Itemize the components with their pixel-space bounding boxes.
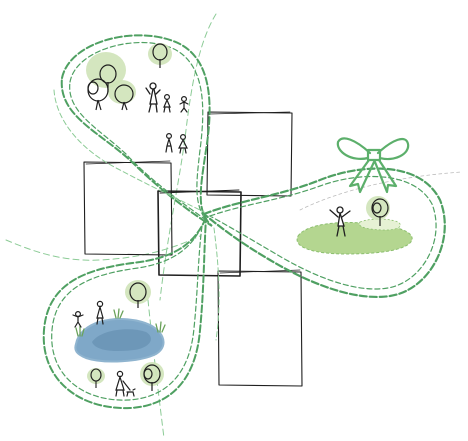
right-loop-inner: [208, 175, 437, 290]
bottom-left-loop-trail: [213, 227, 220, 341]
grass-tuft-icon: [155, 321, 166, 333]
bow-right-tail: [373, 158, 398, 194]
building-center: [157, 189, 242, 277]
bow-icon: [336, 137, 410, 194]
top-left-loop-trail: [53, 89, 205, 213]
person-icon: [329, 206, 351, 237]
tree-icon: [114, 84, 134, 111]
top-sweep-curve: [159, 13, 217, 301]
grass-tuft-icon: [113, 308, 124, 319]
person-icon: [165, 133, 173, 153]
tree-icon: [129, 282, 147, 308]
building-bottom-right: [217, 269, 303, 387]
tree-icon: [99, 64, 117, 92]
tree-icon: [371, 198, 389, 226]
building-top-right: [206, 111, 293, 197]
top-left-loop-inner: [69, 42, 207, 221]
foliage-blob: [108, 80, 136, 104]
green-paths: [42, 34, 446, 410]
top-left-loop-outer: [60, 34, 213, 227]
building-left: [83, 160, 173, 256]
right-loop-outer: [201, 167, 446, 298]
person-icon: [145, 82, 161, 113]
bottom-left-loop-inner: [51, 225, 203, 401]
bow-left-tail: [348, 158, 376, 194]
child-icon: [179, 95, 189, 113]
bottom-left-loop-outer: [42, 217, 207, 410]
left-sweep-curve: [5, 235, 201, 261]
right-lawn: [296, 196, 413, 255]
person-icon: [96, 300, 104, 325]
bow-left-wing: [336, 137, 372, 160]
tree-icon: [90, 368, 102, 388]
right-sweep-curve: [299, 171, 463, 211]
pond-depth: [92, 329, 151, 352]
tree-icon: [143, 364, 161, 391]
foliage-blob: [366, 196, 390, 220]
grass-tuft-icon: [75, 325, 85, 337]
top-left-garden: [86, 43, 189, 154]
dog-walker-icon: [115, 370, 136, 397]
bottom-left-pond-area: [72, 280, 166, 397]
child-icon: [72, 311, 84, 328]
tree-icon: [152, 43, 168, 68]
child-icon: [163, 93, 171, 113]
person-icon: [178, 134, 188, 154]
bow-right-wing: [376, 137, 410, 161]
